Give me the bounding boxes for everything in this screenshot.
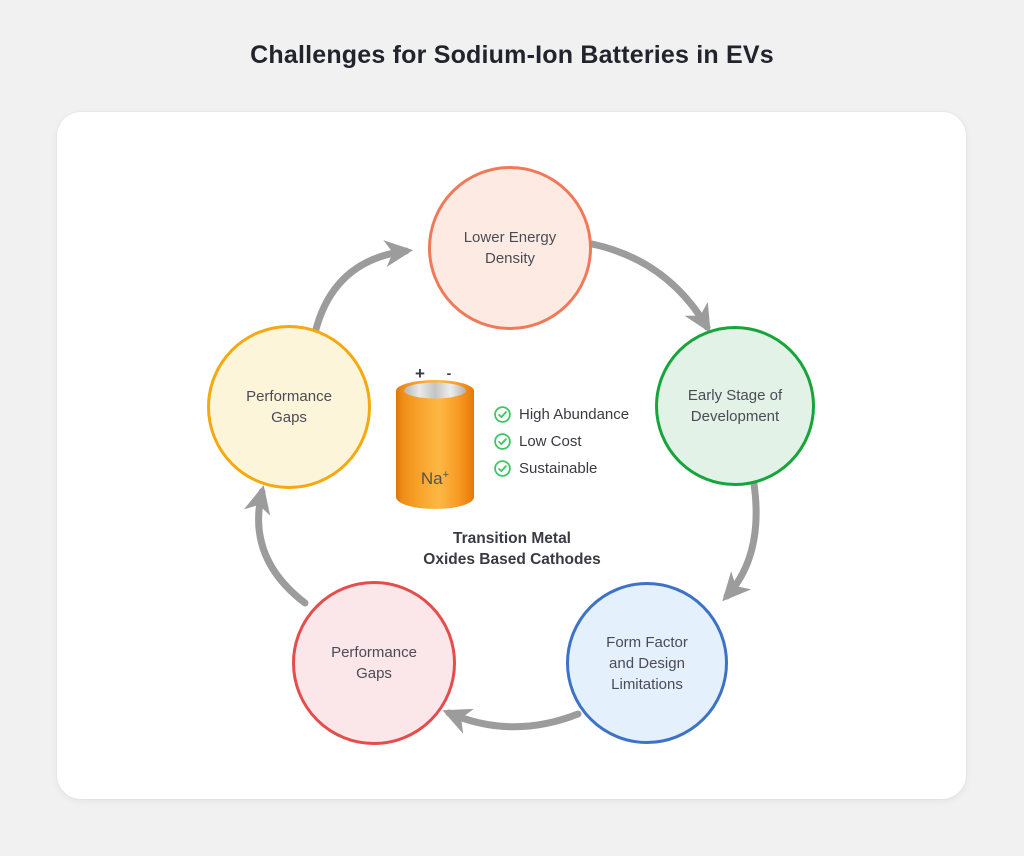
cycle-node-early-stage-development: Early Stage of Development [655, 326, 815, 486]
node-label: Early Stage of Development [687, 387, 783, 425]
node-label: Lower Energy Density [463, 229, 557, 267]
benefits-list: High Abundance Low Cost Sustainable [494, 406, 629, 487]
benefit-label: High Abundance [519, 406, 630, 423]
check-circle-icon [494, 460, 511, 477]
check-circle-icon [494, 433, 511, 450]
node-label: Form Factor and Design Limitations [606, 633, 688, 693]
cycle-node-performance-gaps-left: Performance Gaps [207, 325, 371, 489]
benefit-label: Sustainable [519, 460, 598, 477]
sodium-battery-icon: + - Na+ [396, 364, 474, 509]
battery-plus-terminal: + [415, 364, 425, 383]
battery-na-label: Na+ [421, 469, 449, 488]
benefit-label: Low Cost [519, 433, 582, 450]
page-title: Challenges for Sodium-Ion Batteries in E… [250, 41, 774, 69]
benefit-item: Low Cost [494, 433, 629, 450]
cycle-node-performance-gaps-bottom: Performance Gaps [292, 581, 456, 745]
battery-minus-terminal: - [447, 365, 452, 381]
node-label: Performance Gaps [246, 388, 332, 426]
benefit-item: High Abundance [494, 406, 629, 423]
center-caption: Transition Metal Oxides Based Cathodes [423, 530, 601, 568]
battery-body [396, 391, 474, 509]
check-circle-icon [494, 406, 511, 423]
node-label: Performance Gaps [331, 644, 417, 682]
battery-top-cap [404, 382, 466, 399]
cycle-node-lower-energy-density: Lower Energy Density [428, 166, 592, 330]
benefit-item: Sustainable [494, 460, 629, 477]
cycle-node-form-factor-limitations: Form Factor and Design Limitations [566, 582, 728, 744]
